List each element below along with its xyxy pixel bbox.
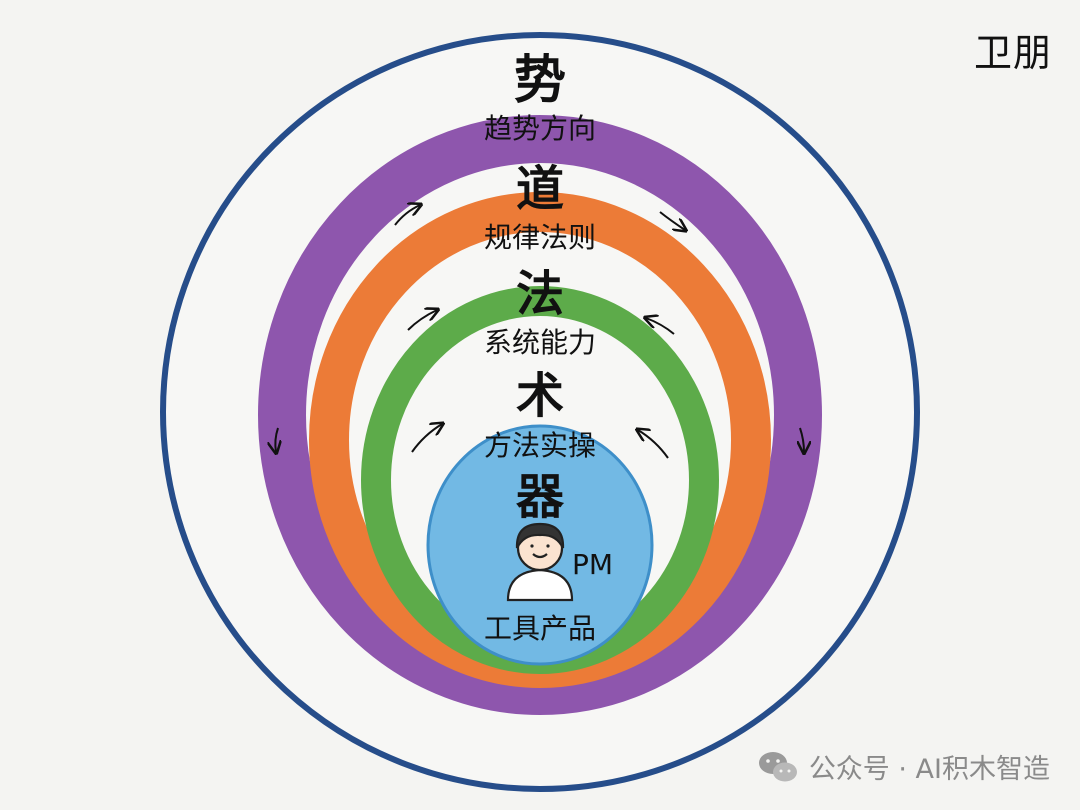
arrow-dao-right xyxy=(659,211,685,230)
arrow-dao-right-down xyxy=(800,427,804,452)
layer-title-dao: 道 xyxy=(516,161,564,217)
arrow-fa-right xyxy=(646,318,675,335)
layer-subtitle-fa: 系统能力 xyxy=(484,326,596,359)
arrow-fa-left xyxy=(407,310,437,331)
author-signature: 卫朋 xyxy=(973,31,1052,75)
wechat-icon xyxy=(758,751,797,781)
watermark: 公众号 · AI积木智造 xyxy=(757,747,1050,786)
arrow-shu-right xyxy=(638,430,669,459)
person-icon xyxy=(506,522,574,602)
layer-subtitle-qi: 工具产品 xyxy=(484,612,596,645)
layer-subtitle-dao: 规律法则 xyxy=(484,221,596,254)
arrow-dao-left xyxy=(394,205,420,226)
person-role-label: PM xyxy=(572,548,613,581)
ring-dao-band xyxy=(258,115,822,715)
watermark-text: 公众号 · AI积木智造 xyxy=(808,754,1050,785)
layer-subtitle-shu: 方法实操 xyxy=(484,429,596,462)
arrow-shu-left xyxy=(411,424,442,453)
layer-title-shu: 术 xyxy=(516,368,564,424)
flow-arrows xyxy=(275,205,804,459)
layer-subtitle-shi: 趋势方向 xyxy=(484,112,596,145)
layer-title-fa: 法 xyxy=(516,266,564,322)
layer-title-shi: 势 xyxy=(514,51,566,111)
layer-title-qi: 器 xyxy=(516,469,565,525)
arrow-dao-left-down xyxy=(275,427,278,452)
